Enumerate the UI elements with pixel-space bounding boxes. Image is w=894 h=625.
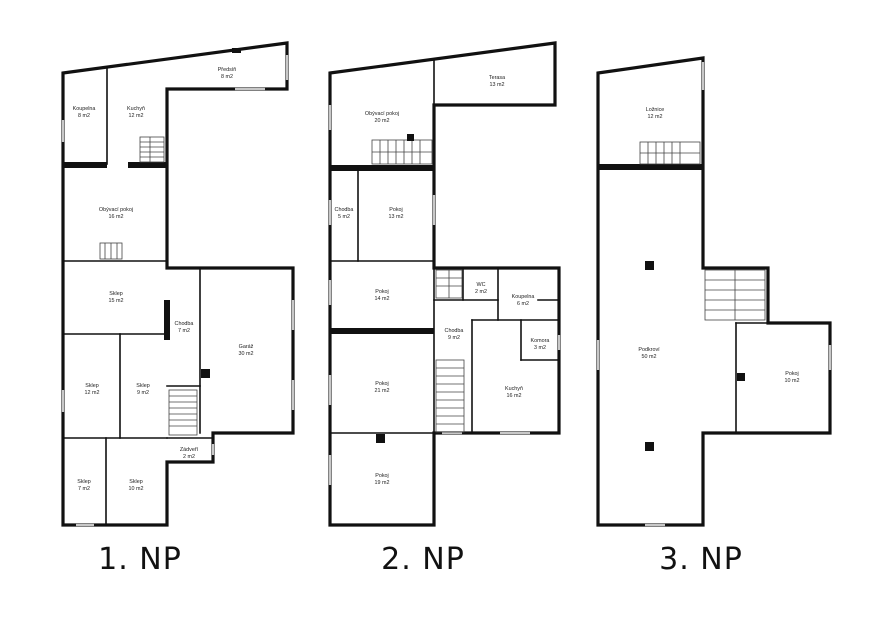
room-area: 20 m2 (375, 118, 390, 124)
chimney-column (737, 373, 745, 381)
exterior-wall-1np (61, 41, 295, 527)
room-name: Sklep (85, 383, 99, 389)
chimney-column (407, 134, 414, 141)
room-name: Sklep (109, 291, 123, 297)
floor-label-2np: 2. NP (381, 542, 465, 577)
staircase (435, 359, 465, 433)
room-name: Koupelna (73, 106, 96, 112)
room-area: 15 m2 (109, 298, 124, 304)
room-area: 7 m2 (178, 328, 190, 334)
room-area: 14 m2 (375, 296, 390, 302)
room-area: 9 m2 (448, 335, 460, 341)
room-name: Pokoj (375, 381, 389, 387)
floor-plan-2np: Terasa 13 m2 Obývací pokoj 20 m2 Chodba … (328, 41, 561, 577)
room-name: Chodba (175, 321, 194, 327)
room-area: 12 m2 (85, 390, 100, 396)
room-area: 13 m2 (389, 214, 404, 220)
room-name: Ložnice (646, 107, 665, 113)
room-area: 21 m2 (375, 388, 390, 394)
chimney-column (232, 48, 241, 53)
staircase (704, 269, 766, 321)
room-area: 8 m2 (78, 113, 90, 119)
room-area: 5 m2 (338, 214, 350, 220)
roof-column (645, 442, 654, 451)
room-area: 6 m2 (517, 301, 529, 307)
room-name: Kuchyň (505, 386, 523, 392)
room-name: Podkroví (638, 347, 660, 353)
staircase (435, 269, 463, 299)
room-name: Komora (531, 338, 550, 344)
room-area: 50 m2 (642, 354, 657, 360)
room-area: 12 m2 (129, 113, 144, 119)
room-name: Sklep (136, 383, 150, 389)
staircase (139, 136, 165, 163)
floor-plan-1np: Předsíň 8 m2 Koupelna 8 m2 Kuchyň 12 m2 … (61, 41, 295, 577)
room-area: 2 m2 (475, 289, 487, 295)
exterior-wall-2np (328, 41, 561, 527)
staircase (168, 389, 198, 436)
room-area: 16 m2 (109, 214, 124, 220)
room-area: 10 m2 (129, 486, 144, 492)
room-area: 10 m2 (785, 378, 800, 384)
exterior-wall-3np (596, 56, 832, 527)
floor-plan-3np: Ložnice 12 m2 Podkroví 50 m2 Pokoj 10 m2… (596, 56, 832, 577)
room-name: Garáž (239, 344, 254, 350)
room-name: Koupelna (512, 294, 535, 300)
room-area: 3 m2 (534, 345, 546, 351)
room-name: Zádveří (180, 447, 199, 453)
room-area: 30 m2 (239, 351, 254, 357)
room-name: Obývací pokoj (365, 111, 399, 117)
room-area: 2 m2 (183, 454, 195, 460)
staircase (371, 139, 433, 165)
room-name: Kuchyň (127, 106, 145, 112)
room-area: 16 m2 (507, 393, 522, 399)
room-name: Chodba (335, 207, 354, 213)
room-area: 7 m2 (78, 486, 90, 492)
floor-label-1np: 1. NP (98, 542, 182, 577)
room-area: 13 m2 (490, 82, 505, 88)
room-name: Sklep (129, 479, 143, 485)
room-area: 8 m2 (221, 74, 233, 80)
room-name: Pokoj (389, 207, 403, 213)
room-name: Pokoj (785, 371, 799, 377)
floor-label-3np: 3. NP (659, 542, 743, 577)
chimney-column (201, 369, 210, 378)
fireplace (99, 242, 123, 260)
room-name: Obývací pokoj (99, 207, 133, 213)
room-name: Pokoj (375, 289, 389, 295)
roof-column (645, 261, 654, 270)
room-name: Terasa (489, 75, 505, 81)
room-name: WC (477, 282, 486, 288)
room-area: 9 m2 (137, 390, 149, 396)
room-name: Chodba (445, 328, 464, 334)
room-area: 19 m2 (375, 480, 390, 486)
staircase (639, 141, 701, 165)
room-name: Sklep (77, 479, 91, 485)
room-name: Předsíň (218, 67, 237, 73)
room-name: Pokoj (375, 473, 389, 479)
room-area: 12 m2 (648, 114, 663, 120)
chimney-column (376, 434, 385, 443)
